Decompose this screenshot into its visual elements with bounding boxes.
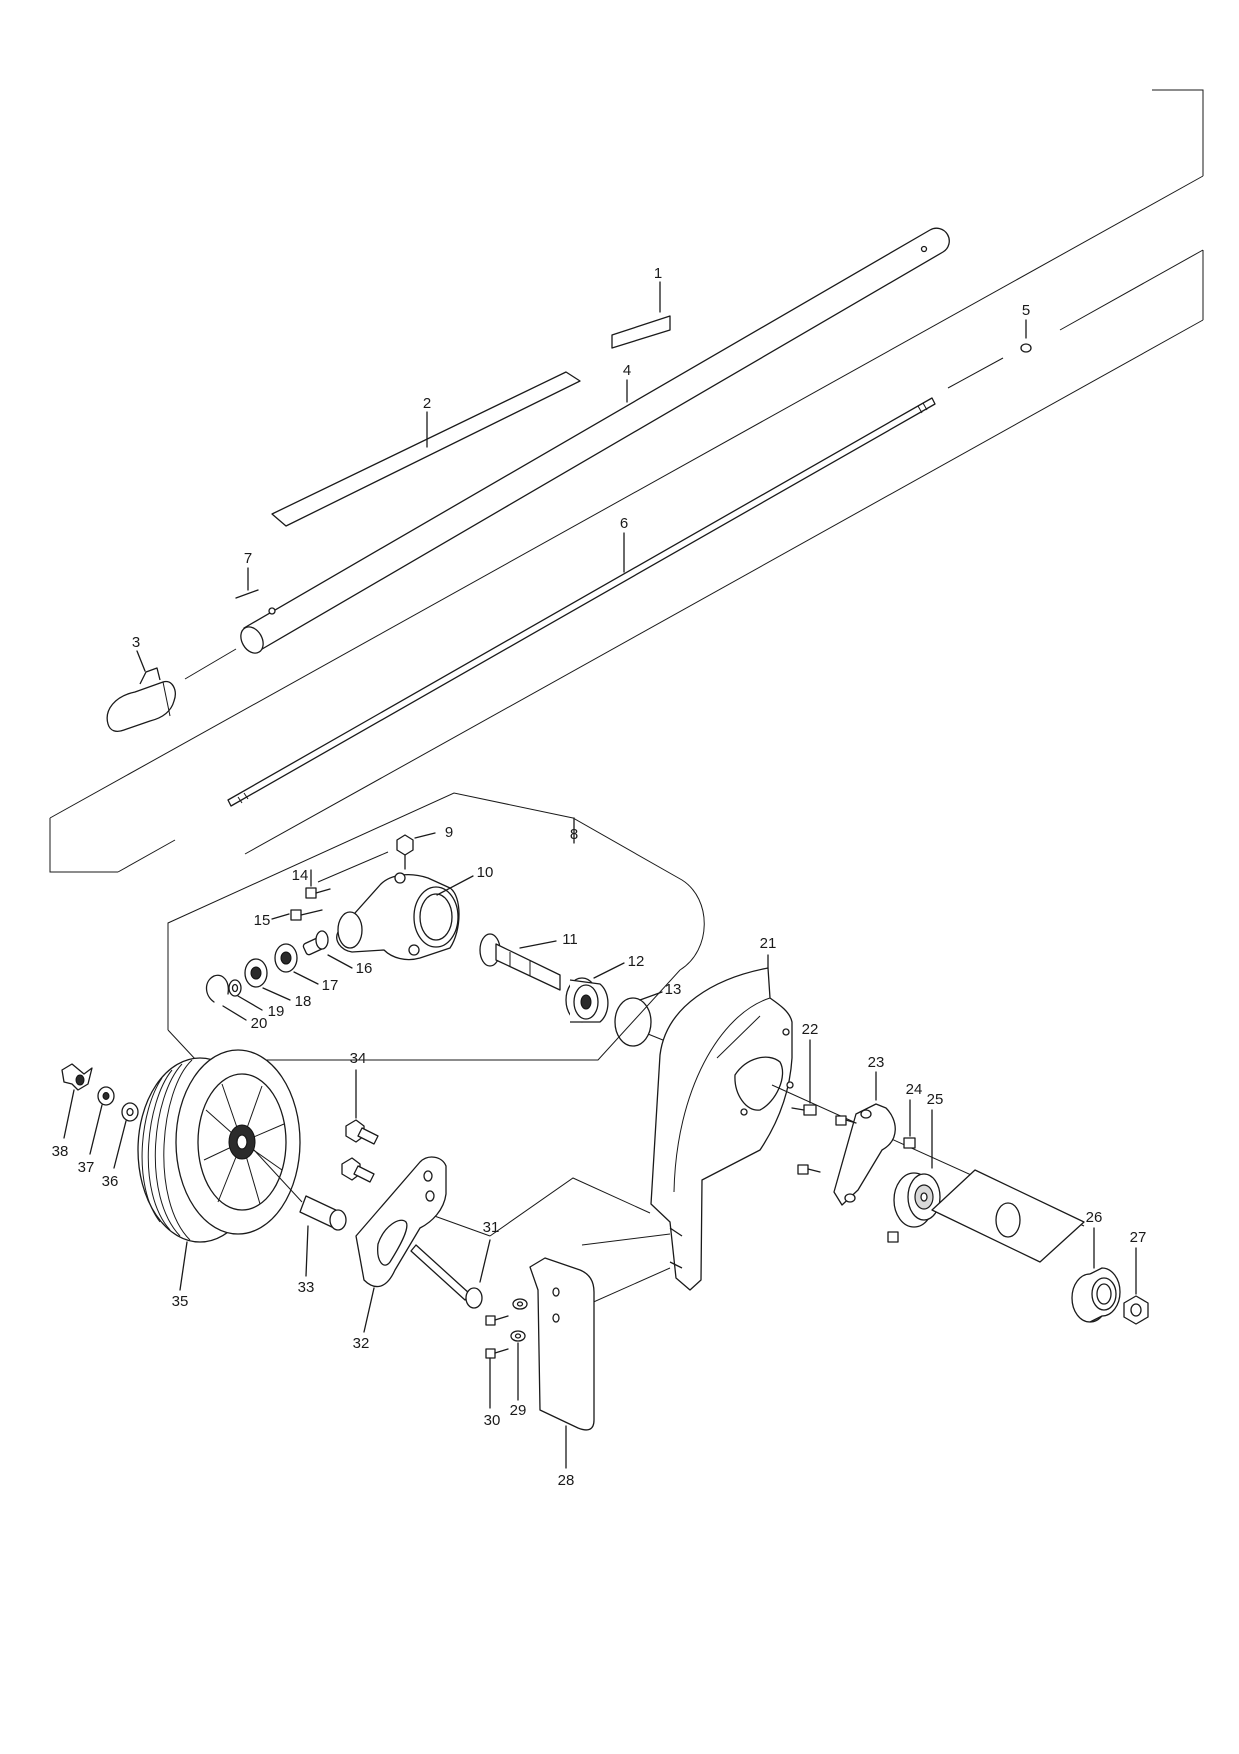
callout-38: 38 — [52, 1143, 69, 1160]
part-10-gear-housing: 10 — [336, 864, 494, 961]
part-5-clip: 5 — [947, 302, 1032, 389]
callout-37: 37 — [78, 1159, 95, 1176]
part-23-clamp-plate: 23 — [797, 1054, 899, 1243]
part-17-bearing: 17 — [274, 943, 339, 994]
part-21-blade-guard: 21 — [650, 935, 794, 1291]
edger-blade — [931, 1169, 1085, 1263]
callout-10: 10 — [477, 864, 494, 881]
callout-7: 7 — [244, 550, 252, 567]
part-15-screw: 15 — [254, 909, 323, 929]
callout-32: 32 — [353, 1335, 370, 1352]
callout-30: 30 — [484, 1412, 501, 1429]
part-20-snap-ring: 20 — [205, 974, 268, 1032]
callout-12: 12 — [628, 953, 645, 970]
gear-head-group-frame: 8 — [167, 792, 705, 1061]
callout-21: 21 — [760, 935, 777, 952]
callout-3: 3 — [132, 634, 140, 651]
part-14-screw: 14 — [292, 867, 331, 899]
callout-4: 4 — [623, 362, 631, 379]
part-7-pin: 7 — [235, 550, 259, 599]
callout-24: 24 — [906, 1081, 923, 1098]
callout-31: 31 — [483, 1219, 500, 1236]
callout-36: 36 — [102, 1173, 119, 1190]
callout-6: 6 — [620, 515, 628, 532]
part-35-wheel: 35 — [137, 1049, 303, 1310]
part-11-output-shaft: 11 — [479, 931, 578, 991]
callout-11: 11 — [562, 931, 578, 948]
part-30-screws: 30 — [484, 1315, 509, 1429]
part-36-washer: 36 — [102, 1102, 139, 1190]
callout-20: 20 — [251, 1015, 268, 1032]
callout-26: 26 — [1086, 1209, 1103, 1226]
part-2-decal-strip: 2 — [271, 371, 581, 527]
shaft-group-frame — [49, 89, 1204, 873]
callout-5: 5 — [1022, 302, 1030, 319]
part-28-skid-plate: 28 — [529, 1257, 595, 1489]
part-4-outer-tube: 4 — [240, 227, 950, 654]
callout-23: 23 — [868, 1054, 885, 1071]
callout-16: 16 — [356, 960, 373, 977]
callout-34: 34 — [350, 1050, 367, 1067]
part-37-washer: 37 — [78, 1086, 115, 1176]
part-29-washers: 29 — [510, 1298, 528, 1419]
part-1-label-plate: 1 — [611, 265, 671, 349]
callout-27: 27 — [1130, 1229, 1147, 1246]
callout-18: 18 — [295, 993, 312, 1010]
callout-17: 17 — [322, 977, 339, 994]
part-9-grease-bolt: 9 — [396, 824, 453, 870]
callout-8: 8 — [570, 826, 578, 843]
callout-19: 19 — [268, 1003, 285, 1020]
callout-14: 14 — [292, 867, 309, 884]
callout-13: 13 — [665, 981, 682, 998]
part-6-drive-shaft: 6 — [227, 397, 936, 807]
part-38-wing-nut: 38 — [52, 1063, 93, 1160]
callout-15: 15 — [254, 912, 271, 929]
part-16-pinion: 16 — [302, 930, 373, 977]
callout-33: 33 — [298, 1279, 315, 1296]
part-19-washer: 19 — [228, 979, 285, 1020]
part-12-bearing: 12 — [565, 953, 645, 1023]
part-33-axle-spacer: 33 — [298, 1195, 347, 1296]
part-25-blade-holder: 25 — [893, 1091, 944, 1228]
part-31-carriage-bolt: 31 — [410, 1219, 500, 1309]
callout-22: 22 — [802, 1021, 819, 1038]
callout-2: 2 — [423, 395, 431, 412]
callout-25: 25 — [927, 1091, 944, 1108]
callout-29: 29 — [510, 1402, 527, 1419]
part-32-wheel-bracket: 32 — [353, 1156, 447, 1352]
callout-35: 35 — [172, 1293, 189, 1310]
callout-1: 1 — [654, 265, 662, 282]
callout-28: 28 — [558, 1472, 575, 1489]
part-27-nut: 27 — [1123, 1229, 1149, 1325]
part-22-bolt: 22 — [791, 1021, 819, 1116]
part-24-bolt: 24 — [903, 1081, 923, 1149]
part-34-bolts: 34 — [341, 1050, 379, 1183]
callout-9: 9 — [445, 824, 453, 841]
part-18-bearing: 18 — [244, 958, 312, 1010]
part-3-end-cap: 3 — [106, 634, 237, 732]
part-26-washer-cup: 26 — [1071, 1209, 1121, 1323]
part-13-retaining-ring: 13 — [614, 981, 701, 1056]
